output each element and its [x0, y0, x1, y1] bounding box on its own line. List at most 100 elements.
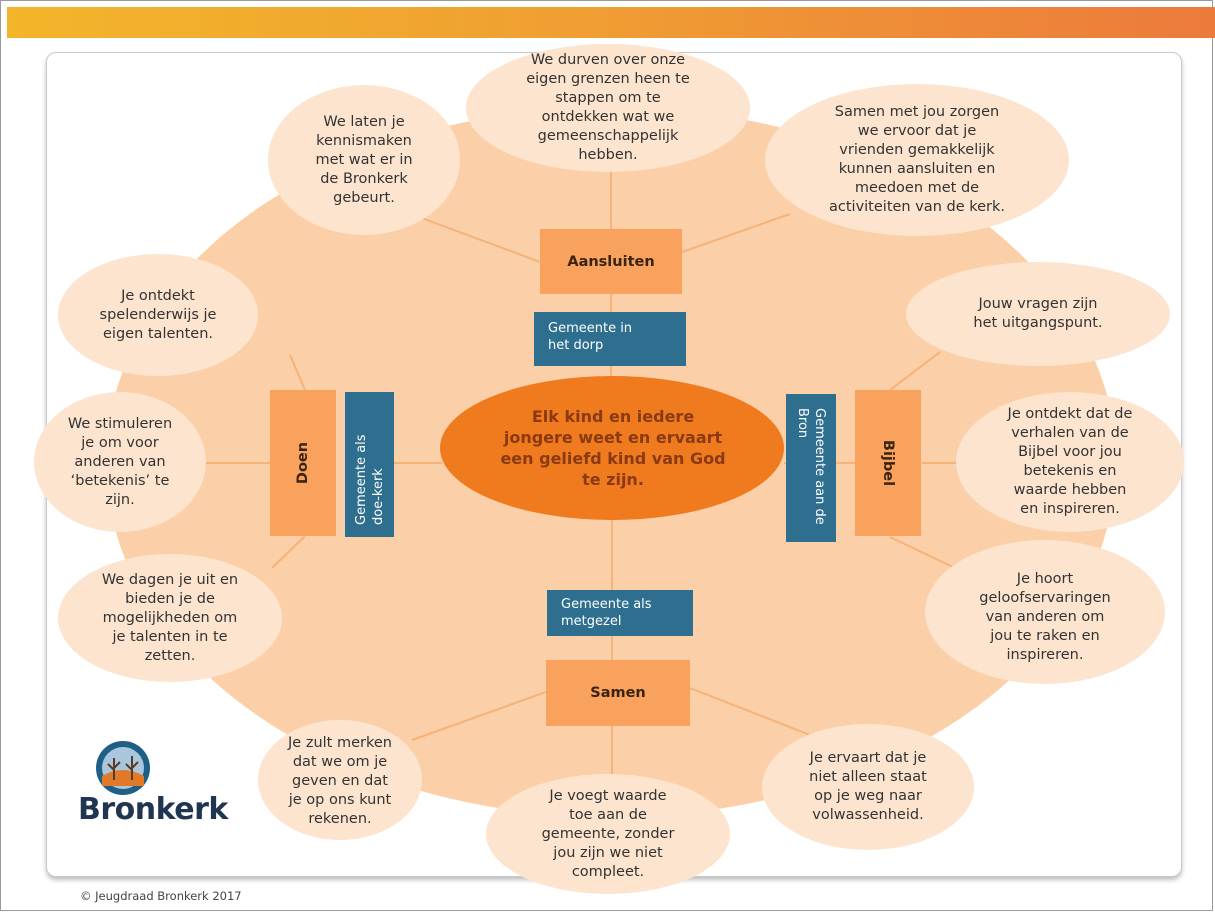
- bubble-line: toe aan de: [569, 806, 647, 823]
- bubble-line: We durven over onze: [530, 52, 686, 68]
- bubble-bottom-center: Je voegt waarde toe aan de gemeente, zonde…: [486, 780, 730, 888]
- hub-label: Aansluiten: [567, 253, 655, 270]
- blue-boxes: [345, 312, 836, 636]
- connector-lines: [205, 165, 958, 782]
- hub-samen: Samen: [546, 660, 690, 726]
- bubble-top-center: We durven over onze eigen grenzen heen te…: [466, 44, 750, 172]
- hub-bijbel: Bijbel: [855, 390, 921, 536]
- center-ellipse: [440, 376, 784, 520]
- bubble-line: dat we om je: [292, 753, 388, 770]
- hub-bottom-box: [546, 660, 690, 726]
- bubble-line: We laten je: [323, 113, 405, 130]
- bubble-line: van anderen om: [985, 608, 1105, 625]
- bubble-line: het uitgangspunt.: [973, 315, 1103, 331]
- bubble-left-mid-shape: [34, 392, 206, 532]
- bubble-line: Je voegt waarde: [549, 787, 667, 804]
- bubble-line: inspireren.: [1006, 646, 1084, 663]
- bubble-bottom-center-shape: [486, 774, 730, 894]
- bubble-left-top: Je ontdekt spelenderwijs je eigen talenten…: [58, 262, 258, 368]
- bubble-left-top-shape: [58, 254, 258, 376]
- hub-label: Samen: [590, 685, 646, 701]
- hub-left-box: [270, 390, 336, 536]
- bubble-line: je op ons kunt: [288, 791, 392, 808]
- bubble-left-mid: We stimuleren je om voor anderen van ‘betek…: [34, 400, 206, 524]
- top-banner: [7, 7, 1215, 38]
- bubble-line: verhalen van de: [1011, 425, 1129, 441]
- hub-aansluiten: Aansluiten: [540, 229, 682, 294]
- bubble-line: eigen talenten.: [103, 325, 213, 342]
- bubble-line: activiteiten van de kerk.: [829, 199, 1005, 215]
- bubble-line: spelenderwijs je: [99, 306, 217, 323]
- bubble-line: je om voor: [81, 434, 159, 451]
- blue-label-text: Gemeente in het dorp: [548, 321, 633, 353]
- hub-label: Doen: [295, 441, 311, 485]
- bubble-line: je talenten in te: [112, 628, 228, 645]
- bubble-right-top: Jouw vragen zijn het uitgangspunt.: [906, 276, 1170, 352]
- bubble-line: we ervoor dat je: [857, 123, 977, 139]
- bubble-line: geven en dat: [292, 772, 388, 789]
- bubble-top-right-shape: [765, 84, 1069, 236]
- bubble-line: Je ontdekt: [121, 287, 195, 304]
- blue-label-right: Gemeente aan de Bron: [786, 394, 836, 542]
- bubble-line: de Bronkerk: [320, 170, 408, 187]
- bubble-line: en inspireren.: [1020, 501, 1120, 517]
- bubble-line: jou zijn we niet: [553, 844, 663, 861]
- bubble-bottom-left-shape: [258, 720, 422, 840]
- bubble-line: meedoen met de: [854, 180, 980, 196]
- bubble-line: stappen om te: [555, 90, 661, 106]
- bubble-line: eigen grenzen heen te: [526, 71, 690, 87]
- bubble-right-top-shape: [906, 262, 1170, 366]
- bubble-line: We dagen je uit en: [101, 571, 239, 588]
- bubble-top-left: We laten je kennismaken met wat er in de Br…: [268, 95, 460, 225]
- bubble-line: Je zult merken: [288, 734, 392, 751]
- bubble-line: gemeente, zonder: [541, 825, 675, 842]
- blue-label-left: Gemeente als doe-kerk: [345, 392, 394, 537]
- bubble-line: ontdekken wat we: [541, 109, 675, 125]
- center-statement-text: Elk kind en iedere jongere weet en ervaa…: [500, 407, 726, 489]
- bubble-line: bieden je de: [125, 590, 215, 607]
- bubble-line: kennismaken: [316, 132, 412, 149]
- blue-label-text: Gemeente als metgezel: [561, 597, 652, 629]
- hub-label: Bijbel: [880, 439, 896, 487]
- bubble-line: met wat er in: [315, 151, 413, 168]
- bubble-bottom-right-shape: [762, 724, 974, 850]
- logo-wordmark: Bronkerk: [78, 792, 228, 827]
- bubble-left-bottom-shape: [58, 554, 282, 682]
- bubble-shapes: [34, 44, 1184, 894]
- hub-doen: Doen: [270, 390, 336, 536]
- bubble-line: waarde hebben: [1013, 482, 1127, 498]
- copyright-footer: © Jeugdraad Bronkerk 2017: [80, 889, 242, 903]
- bubble-line: Bijbel voor jou: [1018, 444, 1122, 460]
- blue-right-box: [786, 394, 836, 542]
- bubble-line: ‘betekenis’ te: [70, 472, 170, 489]
- bubble-line: volwassenheid.: [812, 807, 924, 823]
- bubble-line: geloofservaringen: [979, 589, 1111, 606]
- bubble-line: vrienden gemakkelijk: [839, 142, 995, 158]
- bubble-right-mid-shape: [956, 392, 1184, 532]
- bubble-line: zijn.: [105, 491, 135, 508]
- bubble-top-right: Samen met jou zorgen we ervoor dat je vrie…: [765, 92, 1069, 228]
- bubble-line: niet alleen staat: [809, 769, 927, 785]
- bubble-top-left-shape: [268, 85, 460, 235]
- bubble-line: rekenen.: [308, 810, 372, 827]
- hub-top-box: [540, 229, 682, 294]
- bubble-line: anderen van: [74, 453, 166, 470]
- bubble-right-bottom: Je hoort geloofservaringen van anderen om j…: [925, 562, 1165, 672]
- blue-label-bottom: Gemeente als metgezel: [547, 590, 693, 636]
- blue-label-top: Gemeente in het dorp: [534, 312, 686, 366]
- bubble-line: betekenis en: [1023, 463, 1117, 479]
- bubble-line: Je hoort: [1016, 570, 1074, 587]
- bubble-line: Jouw vragen zijn: [978, 296, 1098, 312]
- bubble-line: Samen met jou zorgen: [834, 104, 1000, 120]
- bubble-line: We stimuleren: [67, 415, 173, 432]
- bubble-line: kunnen aansluiten en: [838, 161, 996, 177]
- hub-right-box: [855, 390, 921, 536]
- bubble-line: gemeenschappelijk: [537, 128, 679, 144]
- bubble-top-center-shape: [466, 44, 750, 172]
- bubble-line: op je weg naar: [814, 788, 922, 804]
- bubble-line: jou te raken en: [990, 627, 1100, 644]
